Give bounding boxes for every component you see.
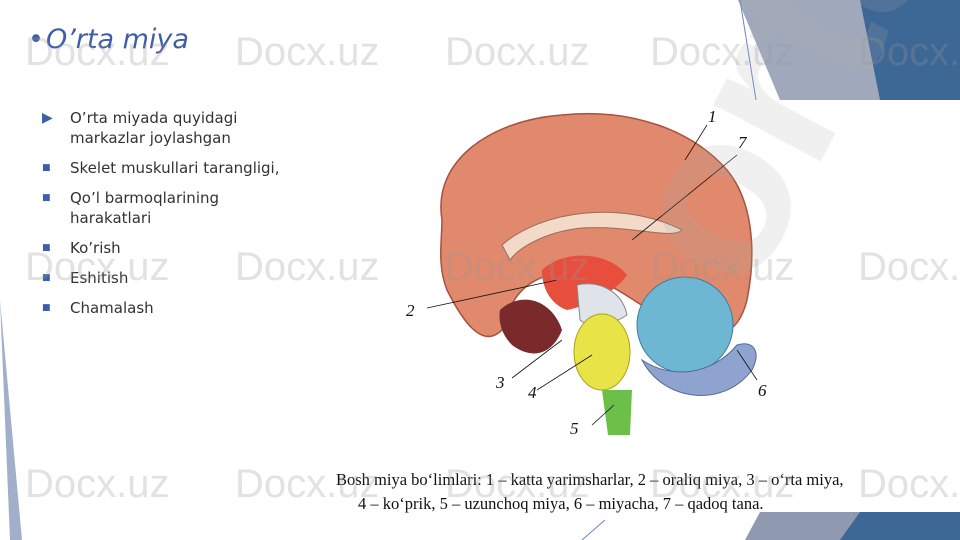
title-bullet: •	[28, 24, 44, 55]
label-5: 5	[570, 419, 579, 438]
list-item-text: Eshitish	[70, 269, 129, 287]
list-item: ▶ O’rta miyada quyidagi markazlar joylash…	[40, 108, 300, 148]
label-7: 7	[738, 133, 748, 152]
cerebellum	[636, 276, 734, 374]
title-text: O’rta miya	[45, 24, 189, 55]
figure-caption: Bosh miya bo‘limlari: 1 – katta yarimsha…	[336, 468, 960, 516]
caption-line-1: Bosh miya bo‘limlari: 1 – katta yarimsha…	[336, 470, 844, 489]
brain-illustration: 1 7 2 3 4 5 6	[406, 107, 767, 438]
list-item-text: Qo’l barmoqlarining harakatlari	[70, 189, 220, 227]
brain-figure: 1 7 2 3 4 5 6	[392, 100, 960, 460]
list-item: ■ Ko’rish	[40, 238, 300, 258]
list-item-text: O’rta miyada quyidagi markazlar joylashg…	[70, 109, 238, 147]
square-bullet-icon: ■	[42, 303, 51, 313]
bullet-list: ▶ O’rta miyada quyidagi markazlar joylash…	[40, 108, 300, 328]
medulla	[602, 390, 632, 435]
brainstem-dark	[499, 299, 562, 354]
pons	[573, 313, 631, 391]
corpus-callosum	[501, 211, 683, 261]
slide-title: •O’rta miya	[28, 24, 189, 55]
diencephalon	[542, 255, 627, 310]
square-bullet-icon: ■	[42, 243, 51, 253]
square-bullet-icon: ■	[42, 193, 51, 203]
triangle-bullet-icon: ▶	[42, 110, 53, 126]
cerebellum-lower	[640, 343, 757, 396]
list-item-text: Skelet muskullari tarangligi,	[70, 159, 280, 177]
label-2: 2	[406, 301, 415, 320]
square-bullet-icon: ■	[42, 163, 51, 173]
list-item: ■ Chamalash	[40, 298, 300, 318]
caption-line-2: 4 – ko‘prik, 5 – uzunchoq miya, 6 – miya…	[358, 494, 764, 513]
list-item: ■ Skelet muskullari tarangligi,	[40, 158, 300, 178]
list-item-text: Ko’rish	[70, 239, 121, 257]
label-1: 1	[708, 107, 717, 126]
label-4: 4	[528, 383, 537, 402]
label-6: 6	[758, 381, 767, 400]
list-item: ■ Eshitish	[40, 268, 300, 288]
list-item: ■ Qo’l barmoqlarining harakatlari	[40, 188, 300, 228]
list-item-text: Chamalash	[70, 299, 154, 317]
label-3: 3	[495, 373, 505, 392]
square-bullet-icon: ■	[42, 273, 51, 283]
